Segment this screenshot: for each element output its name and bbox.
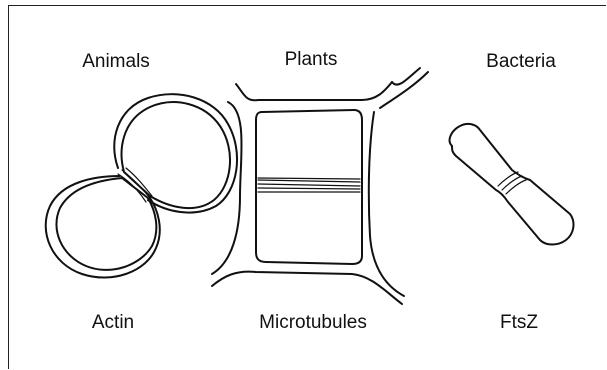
- microtubule-line-2: [258, 184, 360, 186]
- microtubule-line-1: [258, 180, 360, 182]
- bacterium-drawing: [450, 124, 574, 245]
- ftsz-ring-3: [506, 180, 526, 194]
- plant-wall-bottom: [212, 272, 402, 304]
- animal-cell-drawing: [46, 94, 237, 277]
- animal-lower-lobe: [56, 178, 156, 270]
- plant-wall-right: [369, 112, 404, 296]
- plant-cell-drawing: [212, 68, 428, 304]
- plant-wall-right-outer: [380, 72, 428, 108]
- microtubule-line-5: [258, 178, 360, 179]
- plant-wall-left: [212, 102, 242, 274]
- plant-inner-cell: [256, 110, 362, 264]
- animal-lower-outer-membrane: [46, 176, 160, 278]
- plant-wall-top-left: [236, 82, 392, 100]
- bacterium-outline: [450, 124, 574, 245]
- animal-upper-lobe: [122, 102, 230, 208]
- microtubule-line-3: [258, 188, 360, 189]
